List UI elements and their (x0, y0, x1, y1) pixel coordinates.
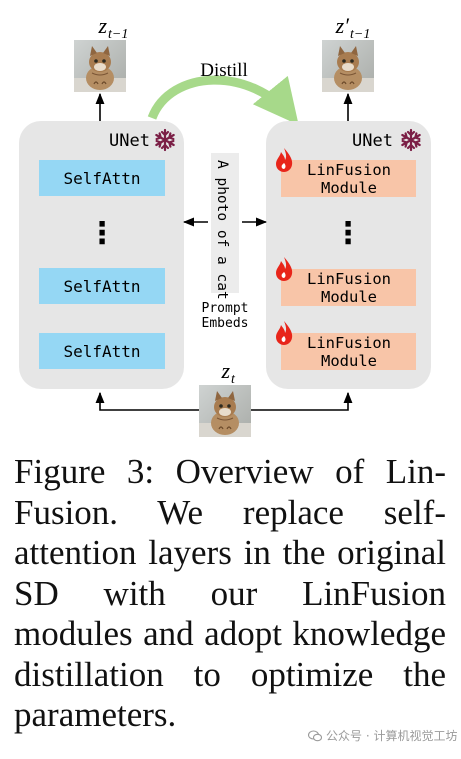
arrow-bottom-left (95, 391, 199, 411)
arrow-bottom-right (251, 391, 353, 411)
selfattn-block-1 (39, 160, 165, 196)
svg-text:z′: z′ (335, 13, 351, 38)
ellipsis-right: ⋮ (333, 216, 363, 251)
cat-image-top-right (321, 39, 375, 93)
svg-text:z: z (220, 358, 230, 383)
wechat-icon (308, 729, 322, 741)
prompt-text: A photo of a cat (214, 160, 230, 300)
ellipsis-left: ⋮ (87, 216, 117, 251)
selfattn-label-3: SelfAttn (63, 342, 140, 361)
distill-label: Distill (200, 60, 248, 81)
selfattn-block-2 (39, 268, 165, 304)
right-unet-label: UNet (352, 131, 393, 151)
watermark: 公众号 · 计算机视觉工坊 (308, 727, 457, 744)
left-unet-label: UNet (109, 131, 150, 151)
linfusion-diagram: z t−1 z′ t−1 Distill UNet SelfAttn ⋮ Sel… (19, 13, 431, 438)
svg-text:z: z (97, 13, 107, 38)
selfattn-label-1: SelfAttn (63, 169, 140, 188)
selfattn-block-3 (39, 333, 165, 369)
output-label-top-right: z′ t−1 (335, 13, 371, 42)
distill-arrow (147, 75, 299, 125)
cat-image-bottom (198, 384, 252, 438)
svg-text:t−1: t−1 (108, 27, 128, 42)
input-label-top-left: z t−1 (97, 13, 128, 42)
selfattn-label-2: SelfAttn (63, 277, 140, 296)
figure-caption: Figure 3: Overview of Lin-Fusion. We rep… (14, 452, 446, 734)
input-label-bottom: z t (220, 358, 236, 387)
svg-text:t−1: t−1 (350, 27, 370, 42)
cat-image-top-left (73, 39, 127, 93)
watermark-text: 公众号 · 计算机视觉工坊 (326, 729, 458, 743)
svg-text:t: t (231, 372, 236, 387)
prompt-box (211, 153, 239, 293)
